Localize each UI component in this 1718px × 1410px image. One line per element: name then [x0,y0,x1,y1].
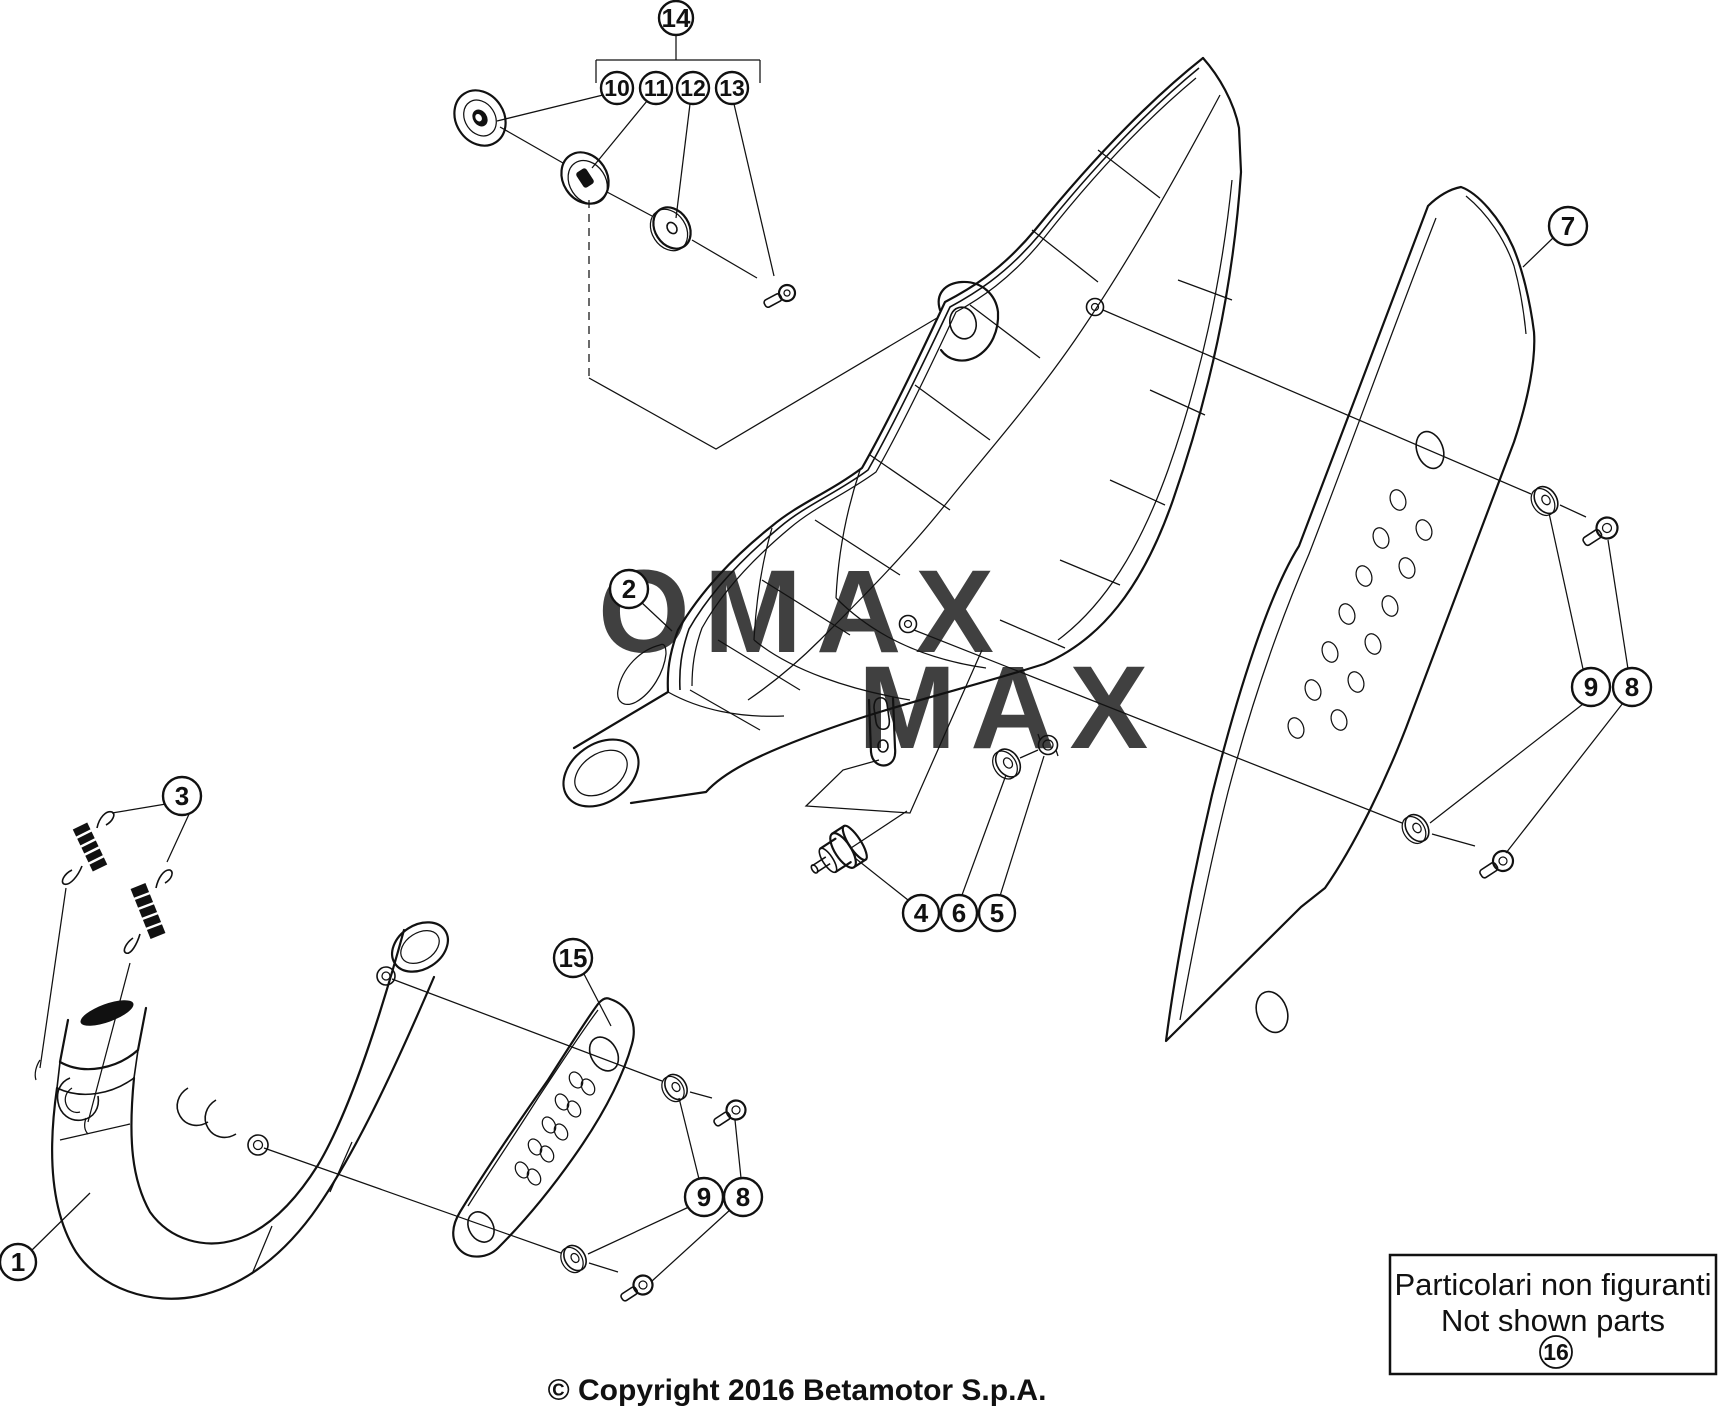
svg-text:8: 8 [1625,672,1639,702]
notes-box-frame [1388,1253,1718,1376]
svg-text:15: 15 [559,943,588,973]
svg-text:9: 9 [697,1182,711,1212]
spring-hook-boss-upper [376,966,396,986]
svg-text:7: 7 [1561,211,1575,241]
bolt-8-bracket-bottom [620,1274,654,1302]
washer-6 [992,748,1022,780]
rivet-lower [898,614,918,634]
bolt-8-bracket-top [713,1099,747,1127]
svg-text:9: 9 [1584,672,1598,702]
callout-11[interactable]: 11 [638,70,674,106]
bracket-plate [452,997,635,1258]
bracket-holes [514,1071,596,1186]
bolt-8-bottom [1479,849,1515,879]
svg-text:5: 5 [990,898,1004,928]
rubber-mount-group [810,733,1059,874]
watermark-line1: OMAX [598,546,1008,678]
svg-text:6: 6 [952,898,966,928]
notes-line-italian: Particolari non figuranti [1394,1267,1711,1302]
pipe-inlet-bore [80,1000,134,1026]
outlet-opening [562,738,640,808]
svg-text:1: 1 [11,1247,25,1277]
rivet-upper [1085,297,1105,317]
notes-line-english: Not shown parts [1441,1303,1665,1338]
svg-text:12: 12 [680,75,706,101]
callout-9-right[interactable]: 9 [1570,666,1612,708]
copyright-text: © Copyright 2016 Betamotor S.p.A. [548,1374,1047,1407]
bracket-fasteners [560,1073,747,1302]
callout-6[interactable]: 6 [939,893,979,933]
svg-text:16: 16 [1543,1339,1569,1365]
callout-3[interactable]: 3 [161,775,203,817]
svg-text:4: 4 [914,898,929,928]
lower-mount-tab [867,696,897,767]
muffler-silencer [562,56,1243,808]
shield-fasteners [1401,485,1619,879]
exhaust-header-pipe [34,921,449,1300]
pipe-open-end [391,921,449,973]
callout-15[interactable]: 15 [552,937,594,979]
washer-9-bottom [1401,813,1430,845]
svg-text:13: 13 [719,75,745,101]
callout-5[interactable]: 5 [977,893,1017,933]
callout-8-bottom[interactable]: 8 [722,1176,764,1218]
spring-coil [130,883,166,939]
bolt-8-top [1582,516,1619,547]
callout-9-bottom[interactable]: 9 [683,1176,725,1218]
screw-13 [763,283,797,309]
washer-9-bracket-bottom [560,1244,587,1274]
svg-text:14: 14 [662,3,691,33]
svg-text:3: 3 [175,781,189,811]
callout-2[interactable]: 2 [608,568,650,610]
callout-1[interactable]: 1 [0,1242,38,1282]
rubber-mount [810,824,868,874]
washer-9-top [1530,485,1559,517]
callout-16[interactable]: 16 [1539,1335,1573,1369]
nut-5 [1037,733,1059,757]
cup-washer [453,89,507,147]
shield-vent-holes [1287,489,1433,739]
svg-text:11: 11 [644,75,669,101]
hanger-fasteners [453,89,797,309]
callout-7[interactable]: 7 [1547,205,1589,247]
callouts: 1 2 3 4 6 5 7 9 8 15 9 8 10 11 12 13 14 [0,0,1653,1282]
callout-12[interactable]: 12 [675,70,711,106]
callout-10[interactable]: 10 [599,70,635,106]
notes-box: Particolari non figuranti Not shown part… [1388,1253,1718,1376]
washer-9-bracket-top [661,1073,688,1103]
svg-text:8: 8 [736,1182,750,1212]
watermark-line2: MAX [858,642,1162,774]
callout-13[interactable]: 13 [714,70,750,106]
heat-shield [1164,185,1536,1043]
spring-hook-boss-lower [247,1134,269,1156]
rubber-grommet [560,151,610,205]
watermark: OMAX MAX [598,546,1162,774]
callout-14[interactable]: 14 [657,0,695,37]
exhaust-springs [61,810,173,954]
callout-8-right[interactable]: 8 [1611,666,1653,708]
svg-text:2: 2 [622,574,636,604]
bracket-14 [595,35,761,83]
washer-12 [649,206,692,252]
callout-4[interactable]: 4 [901,893,941,933]
svg-text:10: 10 [604,75,630,101]
hanger-tab [937,280,1000,362]
